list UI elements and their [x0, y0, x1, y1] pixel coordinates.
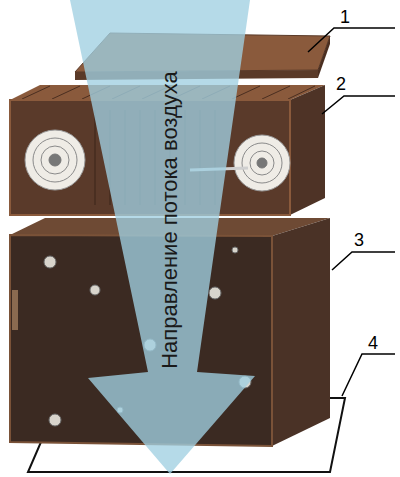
heater-side: [290, 85, 325, 215]
callout-number: 3: [354, 231, 364, 249]
plate-side: [318, 36, 330, 78]
flow-arrow: Направление потока воздуха: [60, 0, 260, 474]
flow-direction-text: Направление потока воздуха: [159, 71, 181, 369]
box-side: [272, 218, 330, 446]
callout-number: 2: [336, 75, 346, 93]
arrow-fill: [70, 0, 255, 474]
leader-lines: [308, 28, 395, 396]
callout-number: 4: [368, 334, 378, 352]
handle: [12, 290, 18, 330]
callout-number: 1: [340, 8, 350, 26]
